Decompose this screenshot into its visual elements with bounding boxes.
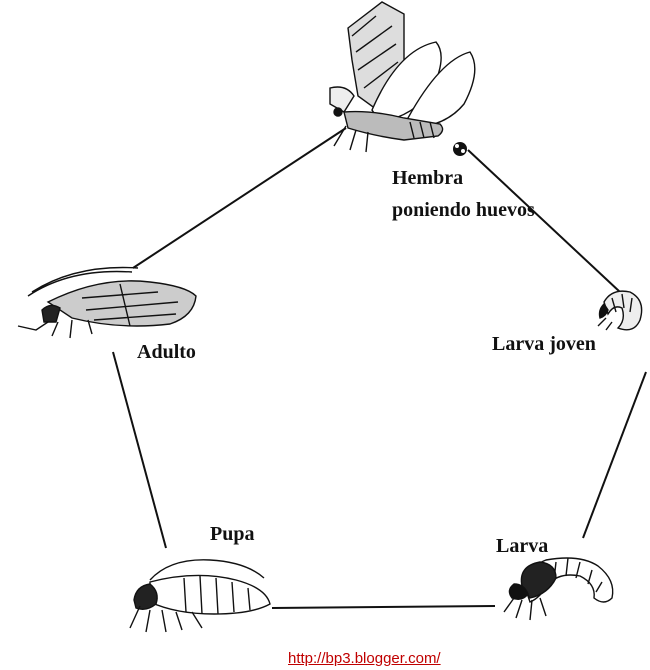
label-female-line2: poniendo huevos: [392, 197, 535, 223]
pupa-illustration: [130, 560, 270, 632]
connector-adult-to-female: [133, 128, 346, 268]
eggs-icon: [453, 142, 467, 156]
connector-young-larva-to-larva: [583, 372, 646, 538]
adult-illustration: [18, 268, 196, 339]
female-moth-illustration: [330, 2, 475, 152]
label-female-line1: Hembra: [392, 165, 463, 191]
larva-illustration: [504, 558, 613, 620]
source-link[interactable]: http://bp3.blogger.com/: [288, 650, 441, 667]
label-pupa: Pupa: [210, 521, 254, 547]
cycle-connectors: [113, 128, 646, 608]
connector-pupa-to-adult: [113, 352, 166, 548]
label-larva: Larva: [496, 533, 548, 559]
label-adult: Adulto: [137, 339, 196, 365]
young-larva-illustration: [598, 291, 642, 330]
label-young-larva: Larva joven: [492, 331, 596, 357]
connector-larva-to-pupa: [272, 606, 495, 608]
